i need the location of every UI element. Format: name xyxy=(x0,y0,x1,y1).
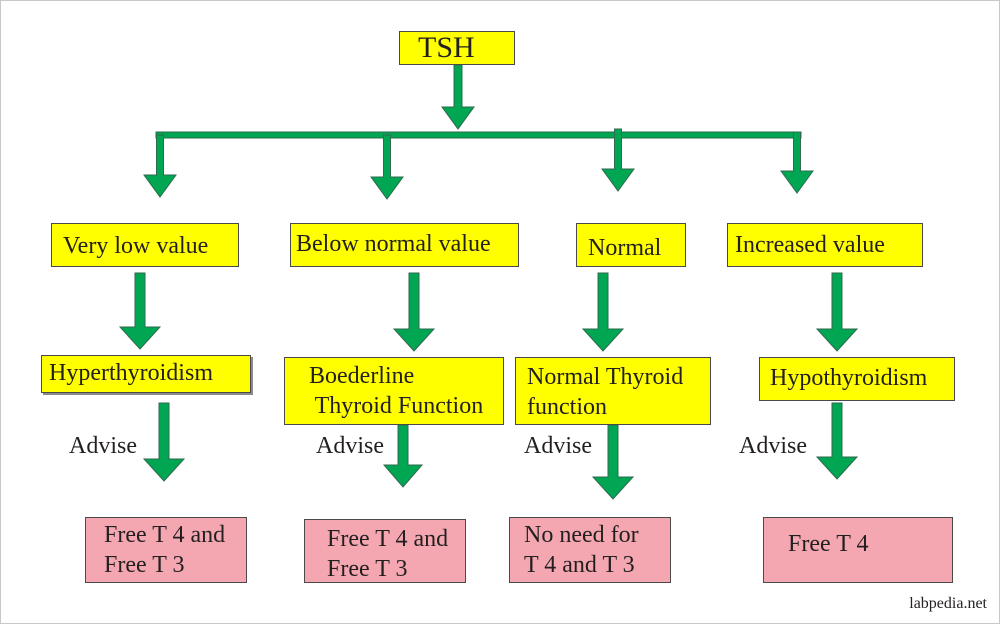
arrow-branch-to-very-low xyxy=(143,134,177,198)
arrow-normal-to-normal-function xyxy=(581,272,625,352)
normal-label: Normal xyxy=(588,235,662,261)
recommendation-3-text: No need for T 4 and T 3 xyxy=(524,522,639,578)
normal-thyroid-function-node: Normal Thyroid function xyxy=(515,357,711,425)
advise-label-3: Advise xyxy=(524,433,592,459)
advise-label-1: Advise xyxy=(69,433,137,459)
hyperthyroidism-label: Hyperthyroidism xyxy=(49,360,213,386)
increased-value-node: Increased value xyxy=(727,223,923,267)
borderline-thyroid-function-label: Boederline Thyroid Function xyxy=(309,363,484,419)
watermark: labpedia.net xyxy=(909,595,987,612)
arrow-branch-to-increased xyxy=(780,131,814,194)
arrow-increased-to-hypothyroidism xyxy=(815,272,859,352)
arrow-branch-to-below-normal xyxy=(370,134,404,200)
below-normal-value-node: Below normal value xyxy=(290,223,519,267)
free-t4-recommendation: Free T 4 xyxy=(763,517,953,583)
arrow-below-normal-to-borderline xyxy=(392,272,436,352)
free-t4-t3-recommendation-2: Free T 4 and Free T 3 xyxy=(304,519,466,583)
tsh-node: TSH xyxy=(399,31,515,65)
hypothyroidism-node: Hypothyroidism xyxy=(759,357,955,401)
normal-node: Normal xyxy=(576,223,686,267)
advise-arrow-3 xyxy=(591,424,635,500)
advise-label-4: Advise xyxy=(739,433,807,459)
increased-value-label: Increased value xyxy=(735,232,885,258)
borderline-thyroid-function-node: Boederline Thyroid Function xyxy=(284,357,504,425)
recommendation-2-text: Free T 4 and Free T 3 xyxy=(327,526,449,582)
hypothyroidism-label: Hypothyroidism xyxy=(770,365,928,391)
free-t4-t3-recommendation-1: Free T 4 and Free T 3 xyxy=(85,517,247,583)
arrow-branch-to-normal xyxy=(601,128,635,192)
recommendation-1-text: Free T 4 and Free T 3 xyxy=(104,522,226,578)
very-low-value-node: Very low value xyxy=(51,223,239,267)
below-normal-value-label: Below normal value xyxy=(296,231,491,257)
hyperthyroidism-node: Hyperthyroidism xyxy=(41,355,251,393)
normal-thyroid-function-label: Normal Thyroid function xyxy=(527,364,684,420)
advise-arrow-4 xyxy=(815,402,859,480)
arrow-very-low-to-hyperthyroidism xyxy=(118,272,162,350)
tsh-label: TSH xyxy=(418,31,475,64)
very-low-value-label: Very low value xyxy=(63,233,209,259)
branch-connector-line xyxy=(155,131,802,139)
no-need-t4-t3-recommendation: No need for T 4 and T 3 xyxy=(509,517,671,583)
advise-arrow-2 xyxy=(382,424,424,488)
recommendation-4-text: Free T 4 xyxy=(788,531,869,557)
advise-label-2: Advise xyxy=(316,433,384,459)
advise-arrow-1 xyxy=(142,402,186,482)
arrow-tsh-to-branch xyxy=(441,64,475,130)
